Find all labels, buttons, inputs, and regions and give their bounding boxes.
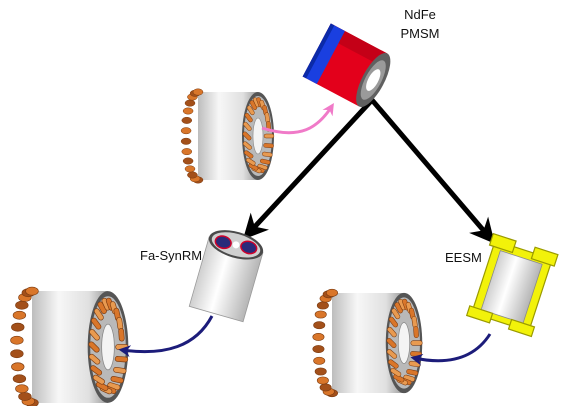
eesm-label: EESM (445, 250, 482, 265)
synrm-rotor-icon (188, 230, 264, 323)
pmsm-label-line1: NdFe (404, 7, 436, 22)
pmsm-label-line2: PMSM (401, 26, 440, 41)
pmsm-rotor-icon (302, 23, 391, 108)
synrm-label: Fa-SynRM (140, 248, 202, 263)
front-face (385, 292, 423, 394)
eesm-connector-arrow (410, 333, 492, 366)
stator-winding-icon (312, 288, 423, 398)
front-face (87, 291, 129, 403)
rear-winding (10, 286, 39, 406)
stator-winding-icon (180, 88, 275, 184)
stator-winding-icon (10, 286, 129, 406)
branch-arrows (242, 98, 495, 244)
synrm-connector-arrow (118, 315, 214, 358)
rear-winding (312, 288, 338, 398)
rear-winding (180, 88, 204, 184)
pmsm-connector-arrow (261, 102, 334, 135)
front-face (242, 92, 275, 180)
eesm-rotor-icon (465, 232, 559, 338)
